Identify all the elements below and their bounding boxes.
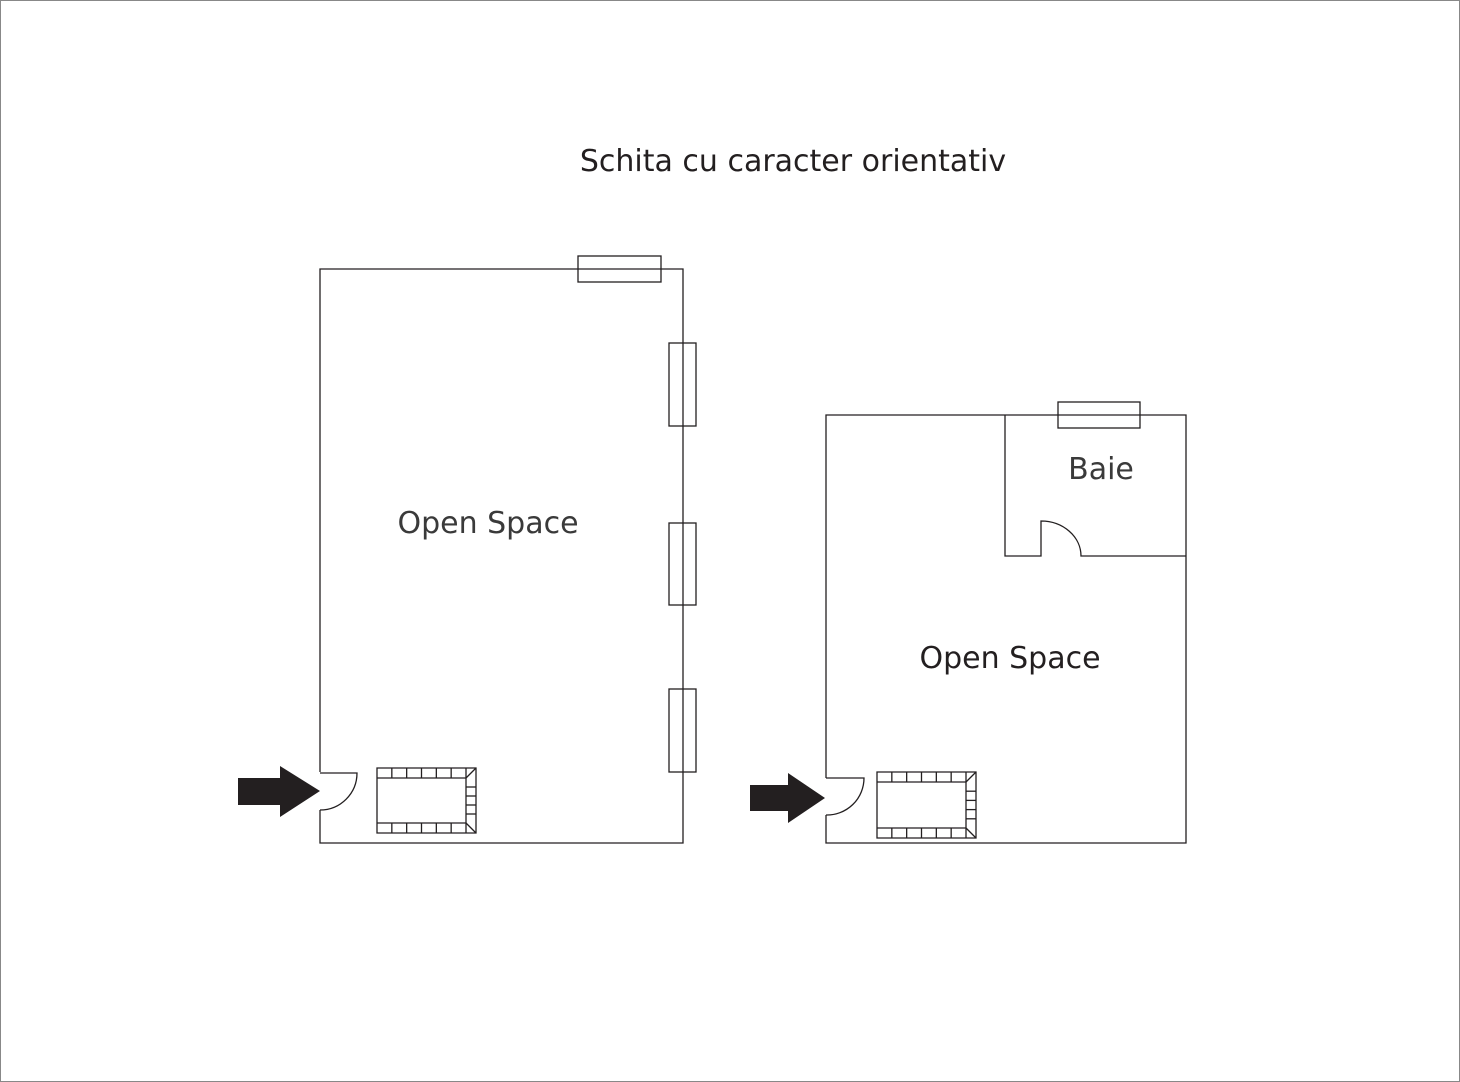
window	[577, 255, 662, 283]
sketch-title: Schita cu caracter orientativ	[580, 144, 1006, 179]
window	[1057, 401, 1141, 429]
stair-line	[465, 767, 477, 834]
walls	[825, 414, 1187, 844]
room-label-open-space: Open Space	[919, 641, 1100, 676]
window	[668, 688, 697, 773]
bathroom-wall-door	[1004, 415, 1186, 557]
window	[668, 342, 697, 427]
room-label-baie: Baie	[1068, 452, 1134, 487]
entrance-arrow-icon	[238, 766, 320, 817]
entry-door	[825, 777, 865, 816]
window	[668, 522, 697, 606]
stair-line	[965, 771, 977, 839]
room-label-open-space: Open Space	[397, 506, 578, 541]
entrance-arrow-icon	[750, 773, 825, 823]
staircase	[876, 771, 977, 839]
plan-left	[319, 255, 697, 844]
walls	[319, 268, 684, 844]
staircase	[376, 767, 477, 834]
entry-door	[319, 772, 358, 811]
plan-right	[825, 401, 1187, 844]
